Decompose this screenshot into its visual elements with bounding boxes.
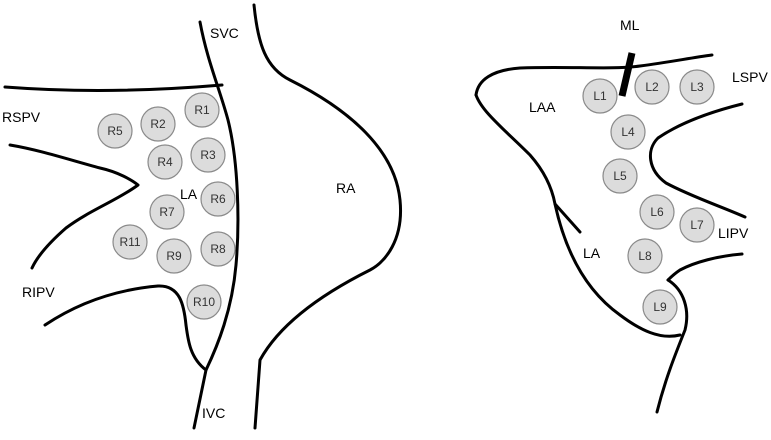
ripv-label: RIPV [22,284,55,300]
lipv-label: LIPV [718,225,749,241]
ivc-label: IVC [202,405,225,421]
site-l8-label: L8 [638,249,652,263]
site-l3-label: L3 [690,80,704,94]
site-l5: L5 [602,158,638,194]
site-l4: L4 [610,114,646,150]
la-left-label: LA [583,245,601,261]
ra-label: RA [336,180,356,196]
site-r9: R9 [156,238,192,274]
site-l6-label: L6 [650,205,664,219]
ripv-lower-wall [43,284,208,372]
site-r4: R4 [147,144,183,180]
lipv-lower-wall [666,252,744,282]
site-r5: R5 [97,113,133,149]
site-r3-label: R3 [200,148,216,162]
site-r11: R11 [112,224,148,260]
site-r4-label: R4 [157,155,173,169]
site-r10-label: R10 [193,295,215,309]
laa-lower-wall [474,93,582,234]
site-l5-label: L5 [613,169,627,183]
la-right-label: LA [180,186,198,202]
ml-label: ML [620,17,640,33]
site-r2-label: R2 [150,117,166,131]
ra-outer-wall [252,3,403,430]
site-l9-label: L9 [653,300,667,314]
site-r1-label: R1 [194,103,210,117]
site-r2: R2 [140,106,176,142]
site-r6: R6 [200,181,236,217]
site-r8: R8 [200,231,236,267]
site-l4-label: L4 [621,125,635,139]
rspv-upper-wall [3,83,224,93]
site-l3: L3 [679,69,715,105]
la-lower-wall [655,278,689,414]
site-l9: L9 [642,289,678,325]
mitral-line-marker [618,52,636,97]
site-l1: L1 [582,78,618,114]
site-r8-label: R8 [210,242,226,256]
site-r3: R3 [190,137,226,173]
rspv-label: RSPV [2,109,41,125]
site-l6: L6 [639,194,675,230]
right-lateral-view: SVC IVC RA LA RSPV RIPV R1 R2 R3 R4 R5 R… [2,3,403,430]
site-r7: R7 [149,194,185,230]
site-r7-label: R7 [159,205,175,219]
site-r9-label: R9 [166,249,182,263]
site-l8: L8 [627,238,663,274]
site-r5-label: R5 [107,124,123,138]
laa-lspv-upper-wall [474,53,714,97]
site-l7: L7 [679,207,715,243]
site-l1-label: L1 [593,89,607,103]
left-lateral-view: ML LAA LSPV LIPV LA L1 L2 L3 L4 L5 L6 L7… [474,17,768,414]
site-r10: R10 [186,284,222,320]
la-body-wall [553,202,682,338]
site-r1: R1 [184,92,220,128]
site-l7-label: L7 [690,218,704,232]
laa-label: LAA [529,99,556,115]
lspv-label: LSPV [732,69,768,85]
site-l2: L2 [634,69,670,105]
rspv-ripv-carina [8,143,140,270]
site-l2-label: L2 [645,80,659,94]
site-r6-label: R6 [210,192,226,206]
svc-label: SVC [210,25,239,41]
lspv-lipv-carina [649,102,747,219]
svc-ivc-left-wall [192,20,240,430]
site-r11-label: R11 [119,235,140,249]
